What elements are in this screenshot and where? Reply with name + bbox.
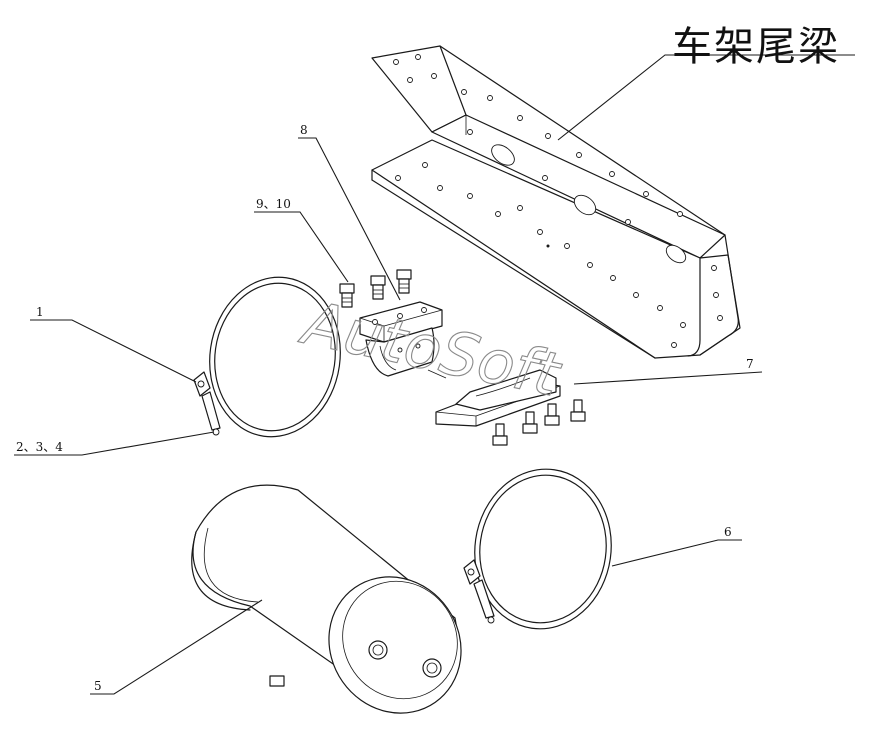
callout-2-3-4: 2、3、4	[16, 440, 63, 454]
bracket-7	[435, 369, 586, 446]
callout-6: 6	[724, 525, 732, 539]
leader-lines	[14, 54, 855, 695]
callout-1: 1	[36, 305, 44, 319]
beam-holes	[393, 54, 723, 348]
callout-5: 5	[94, 679, 102, 693]
frame-tail-beam	[371, 45, 741, 359]
diagram-title: 车架尾梁	[672, 24, 840, 70]
callout-9-10: 9、10	[256, 197, 291, 211]
strap-band-6	[463, 468, 612, 630]
callout-7: 7	[746, 357, 754, 371]
strap-band-1	[193, 276, 341, 438]
air-tank-5	[191, 484, 462, 714]
bolts-9-10	[339, 269, 412, 308]
callout-8: 8	[300, 123, 308, 137]
bracket-8	[359, 301, 447, 379]
